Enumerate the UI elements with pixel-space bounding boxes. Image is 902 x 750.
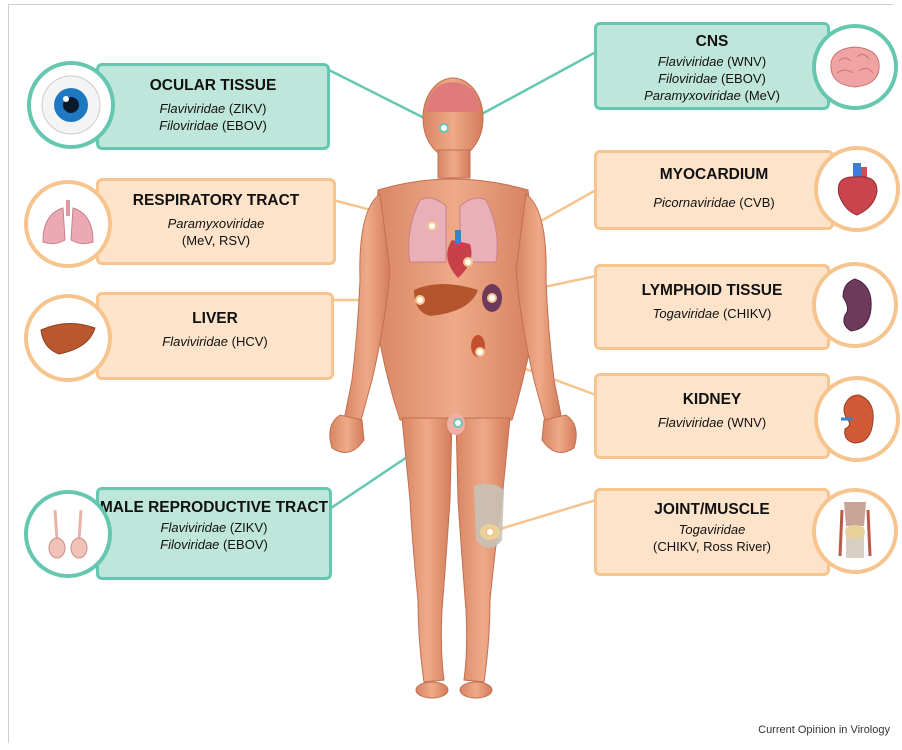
callout-myocardium: MYOCARDIUM Picornaviridae (CVB) xyxy=(594,150,834,230)
brain-icon xyxy=(812,24,898,110)
eye-icon xyxy=(27,61,115,149)
knee-joint-icon xyxy=(812,488,898,574)
callout-joint-muscle: JOINT/MUSCLE Togaviridae (CHIKV, Ross Ri… xyxy=(594,488,830,576)
callout-title: RESPIRATORY TRACT xyxy=(99,191,333,210)
callout-kidney: KIDNEY Flaviviridae (WNV) xyxy=(594,373,830,459)
callout-title: MYOCARDIUM xyxy=(597,165,831,184)
testes-icon xyxy=(24,490,112,578)
callout-liver: LIVER Flaviviridae (HCV) xyxy=(96,292,334,380)
callout-cns: CNS Flaviviridae (WNV) Filoviridae (EBOV… xyxy=(594,22,830,110)
callout-ocular-tissue: OCULAR TISSUE Flaviviridae (ZIKV) Filovi… xyxy=(96,63,330,150)
callout-title: OCULAR TISSUE xyxy=(99,76,327,95)
liver-icon xyxy=(24,294,112,382)
heart-icon xyxy=(814,146,900,232)
spleen-icon xyxy=(812,262,898,348)
knee-organ xyxy=(474,484,504,548)
callout-title: JOINT/MUSCLE xyxy=(597,500,827,519)
lungs-icon xyxy=(24,180,112,268)
body-silhouette xyxy=(330,78,576,698)
callout-title: KIDNEY xyxy=(597,390,827,409)
callout-title: MALE REPRODUCTIVE TRACT xyxy=(99,499,329,517)
callout-respiratory-tract: RESPIRATORY TRACT Paramyxoviridae (MeV, … xyxy=(96,178,336,265)
callout-title: LIVER xyxy=(99,309,331,328)
callout-title: LYMPHOID TISSUE xyxy=(597,281,827,300)
callout-title: CNS xyxy=(597,32,827,51)
kidney-icon xyxy=(814,376,900,462)
source-credit: Current Opinion in Virology xyxy=(758,724,890,736)
callout-lymphoid-tissue: LYMPHOID TISSUE Togaviridae (CHIKV) xyxy=(594,264,830,350)
callout-male-reproductive-tract: MALE REPRODUCTIVE TRACT Flaviviridae (ZI… xyxy=(96,487,332,580)
